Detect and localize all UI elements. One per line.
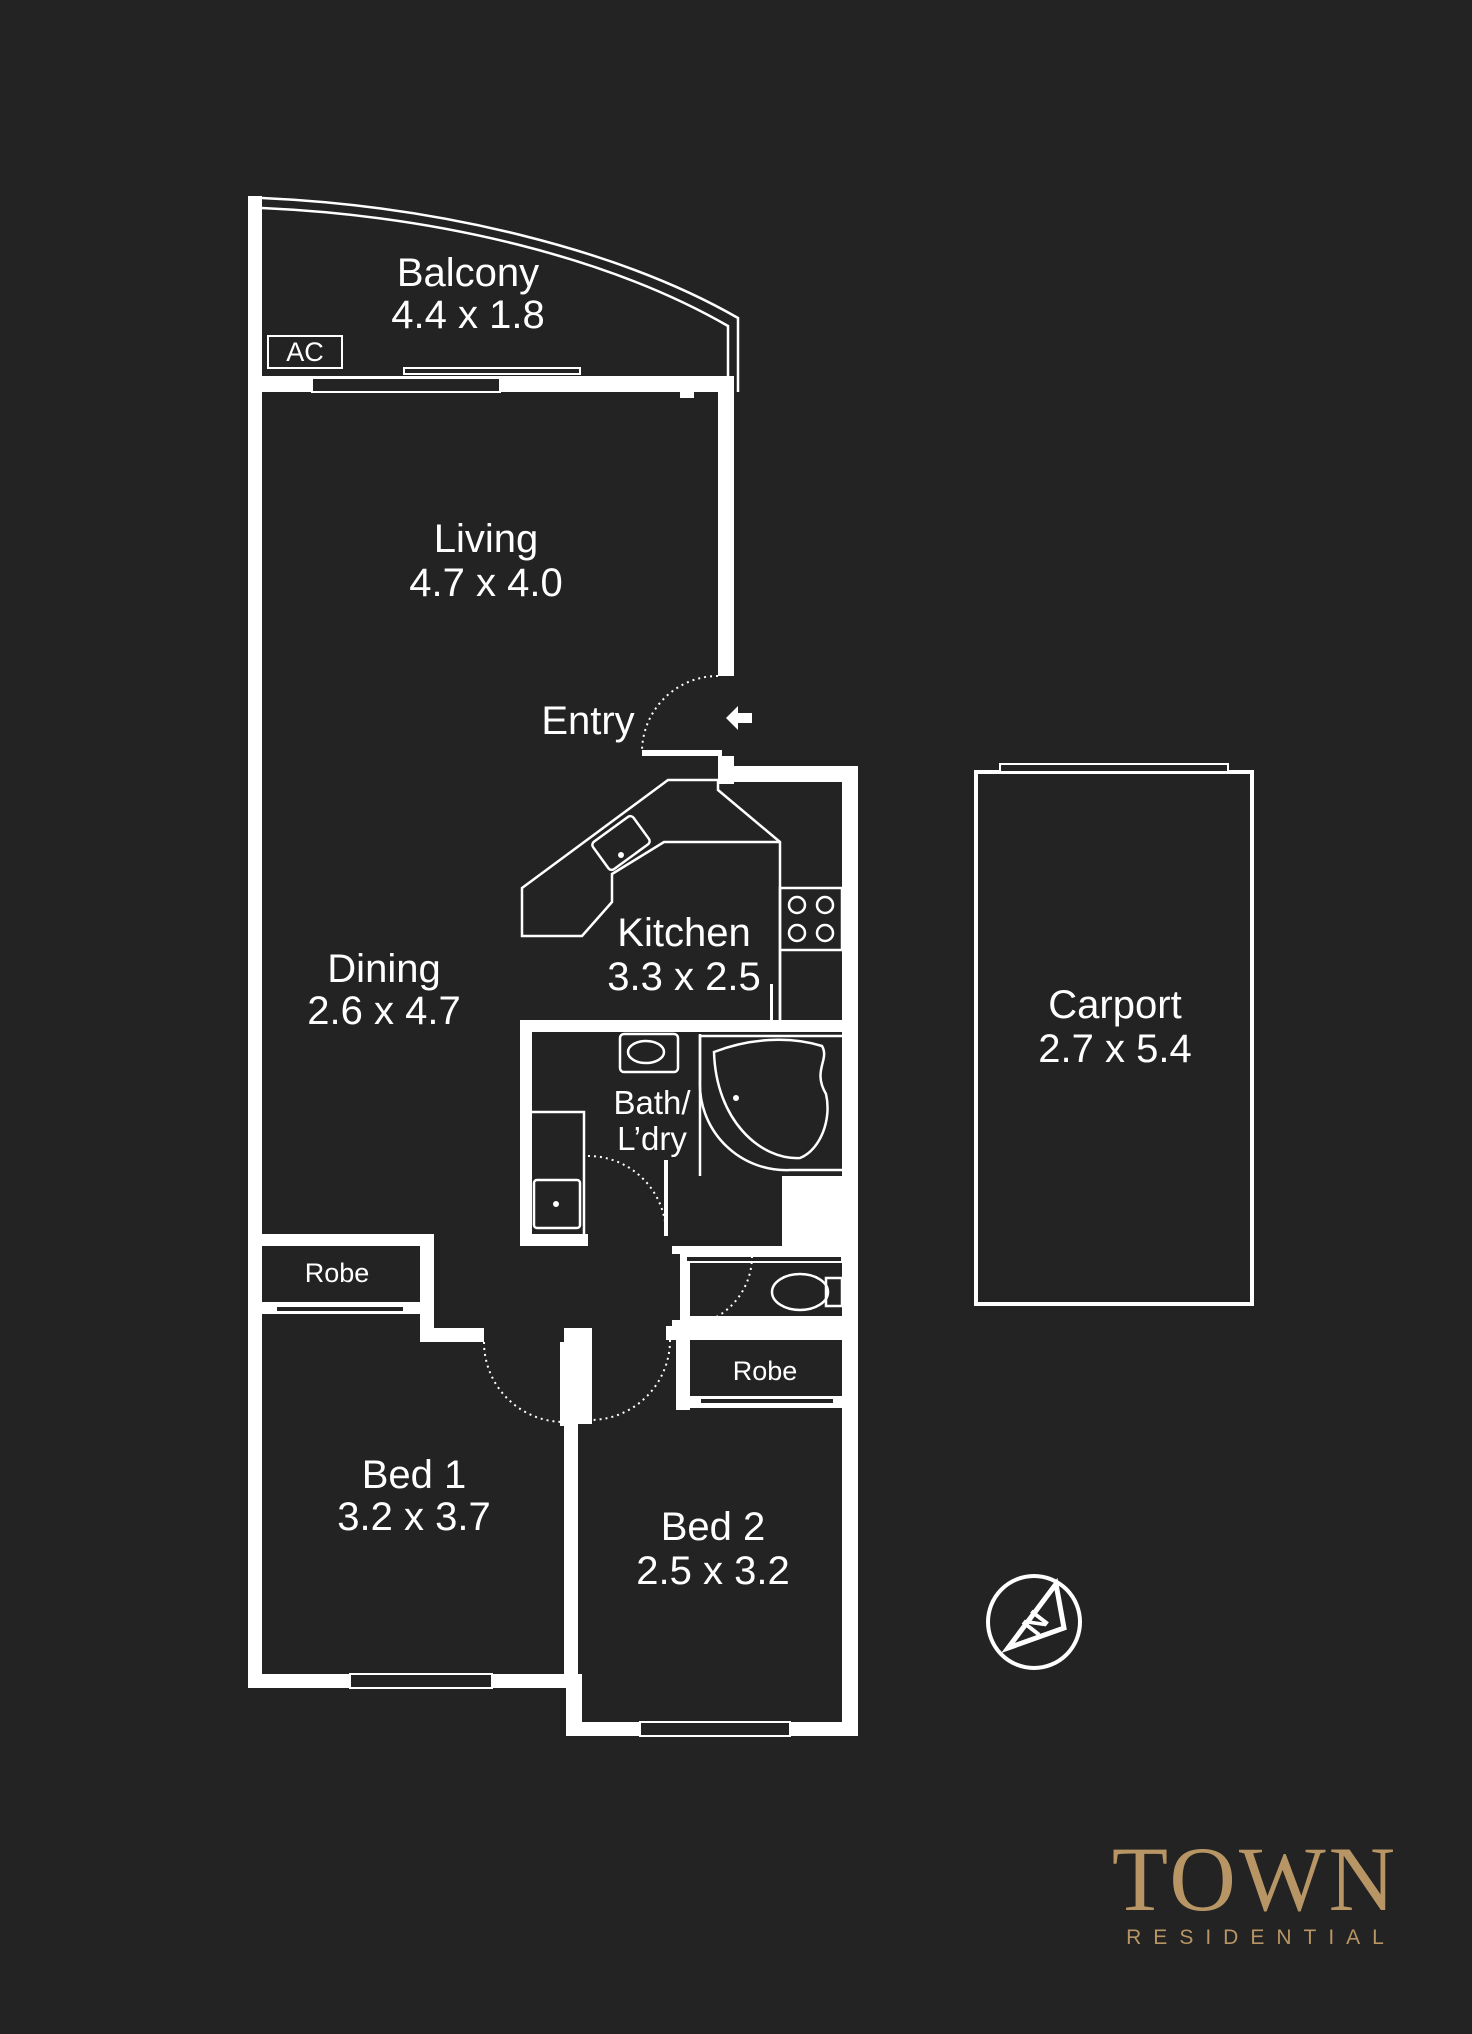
living-dims: 4.7 x 4.0	[409, 561, 562, 605]
windows	[311, 367, 791, 1737]
kitchen-name: Kitchen	[617, 911, 750, 955]
brand-logo: TOWN RESIDENTIAL	[1100, 1828, 1410, 1950]
carport	[974, 763, 1254, 1306]
basin-icon	[618, 1032, 680, 1074]
robe-1-label: Robe	[305, 1258, 370, 1288]
laundry-bench	[532, 1110, 586, 1234]
bath-fixtures	[532, 1032, 846, 1236]
dining-name: Dining	[327, 947, 440, 991]
ac-unit: AC	[267, 335, 343, 369]
cooktop-icon	[778, 886, 844, 952]
balcony-outline	[248, 196, 740, 392]
bed2-name: Bed 2	[661, 1505, 766, 1549]
brand-tagline: RESIDENTIAL	[1126, 1926, 1396, 1949]
kitchen-fixtures	[520, 778, 844, 1022]
kitchen-dims: 3.3 x 2.5	[607, 955, 760, 999]
robe-2-label: Robe	[733, 1356, 798, 1386]
entry-label: Entry	[541, 699, 634, 743]
bath-name-line2: L’dry	[617, 1120, 687, 1157]
entry-arrow-icon	[726, 706, 752, 730]
balcony-dims: 4.4 x 1.8	[391, 293, 544, 337]
balcony-name: Balcony	[397, 251, 539, 295]
living-name: Living	[434, 517, 539, 561]
room-labels: Balcony 4.4 x 1.8 Living 4.7 x 4.0 Entry…	[305, 251, 1192, 1593]
bed2-dims: 2.5 x 3.2	[636, 1549, 789, 1593]
bed1-dims: 3.2 x 3.7	[337, 1495, 490, 1539]
bath-name-line1: Bath/	[613, 1084, 691, 1121]
dining-dims: 2.6 x 4.7	[307, 989, 460, 1033]
ac-label: AC	[286, 337, 324, 367]
carport-dims: 2.7 x 5.4	[1038, 1027, 1191, 1071]
laundry-tub-icon	[532, 1178, 582, 1230]
bed1-name: Bed 1	[362, 1453, 467, 1497]
bedroom-walls	[248, 1234, 858, 1680]
compass-icon: N	[986, 1574, 1082, 1670]
bathroom-walls	[520, 1020, 858, 1336]
brand-name: TOWN	[1111, 1828, 1399, 1930]
entry-door	[641, 675, 752, 756]
bathtub-icon	[712, 1038, 829, 1160]
toilet-icon	[770, 1272, 830, 1312]
north-label: N	[1016, 1605, 1055, 1642]
kitchen-sink-icon	[591, 814, 651, 872]
carport-name: Carport	[1048, 983, 1181, 1027]
